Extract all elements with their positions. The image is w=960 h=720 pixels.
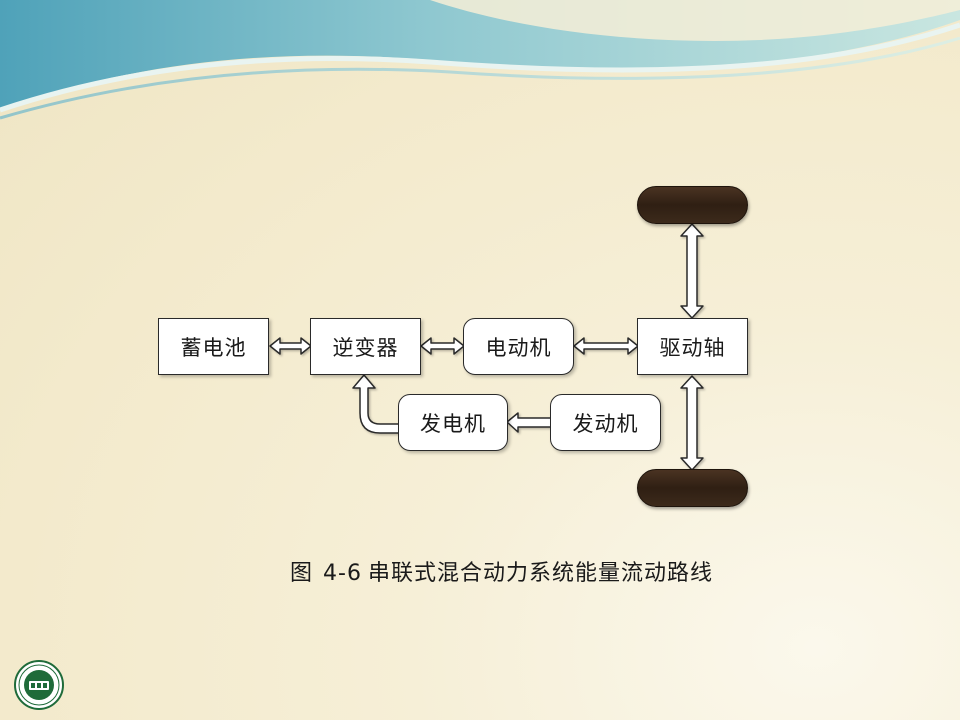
caption-number: 4-6 xyxy=(323,561,362,586)
generator-box: 发电机 xyxy=(398,394,508,451)
arrow-engine-generator xyxy=(506,412,552,433)
header-wave-banner xyxy=(0,0,960,120)
drive-shaft-label: 驱动轴 xyxy=(659,335,726,360)
battery-label: 蓄电池 xyxy=(180,335,247,360)
arrow-wheel-top-driveshaft xyxy=(680,223,704,319)
battery-box: 蓄电池 xyxy=(158,318,269,375)
inverter-box: 逆变器 xyxy=(310,318,421,375)
arrow-motor-driveshaft xyxy=(573,337,639,355)
arrow-battery-inverter xyxy=(269,337,312,355)
engine-label: 发动机 xyxy=(572,411,639,436)
engine-box: 发动机 xyxy=(550,394,661,451)
motor-box: 电动机 xyxy=(463,318,574,375)
wheel-bottom xyxy=(637,469,748,507)
caption-prefix: 图 xyxy=(290,561,314,586)
generator-label: 发电机 xyxy=(420,411,486,436)
university-seal-icon xyxy=(14,660,64,710)
arrow-generator-inverter xyxy=(352,374,401,434)
arrow-inverter-motor xyxy=(420,337,465,355)
motor-label: 电动机 xyxy=(485,335,552,360)
inverter-label: 逆变器 xyxy=(332,335,399,360)
wheel-top xyxy=(637,186,748,224)
arrow-driveshaft-wheel-bottom xyxy=(680,375,704,471)
caption-text: 串联式混合动力系统能量流动路线 xyxy=(367,561,713,586)
drive-shaft-box: 驱动轴 xyxy=(637,318,748,375)
